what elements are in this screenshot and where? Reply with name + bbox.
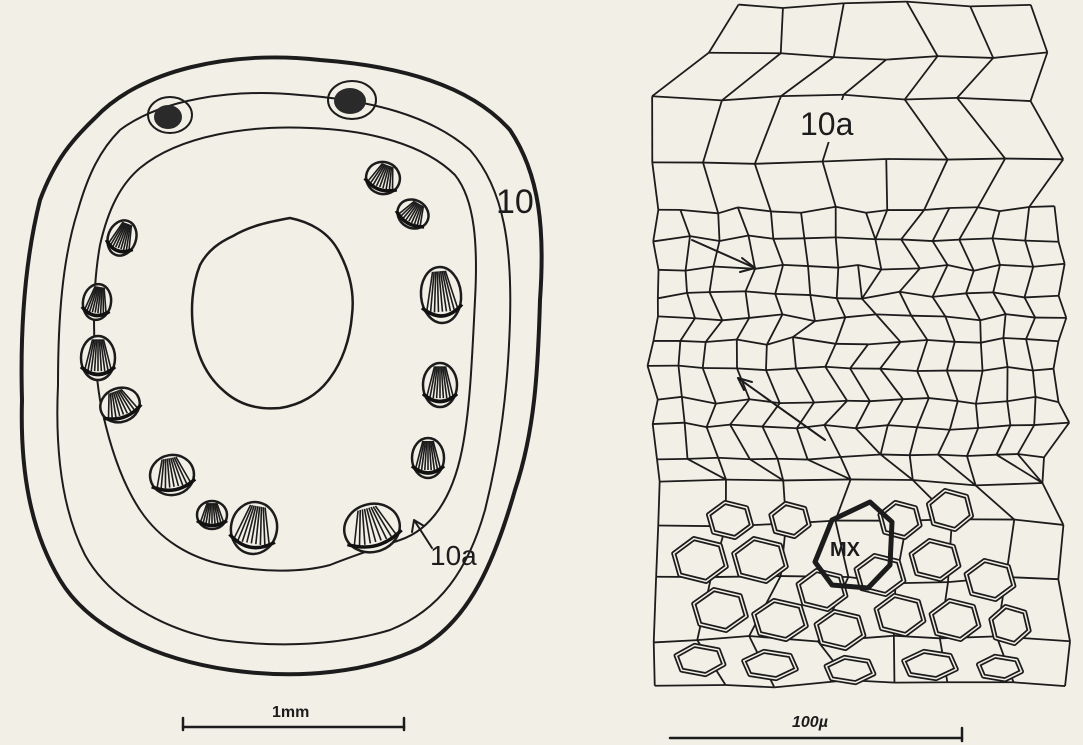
cell-wall [955,342,981,343]
cell-wall [804,237,835,238]
cell-wall [658,270,659,298]
cell-wall [688,458,719,459]
vascular-bundle [423,363,457,407]
cell-wall [980,320,981,342]
cell-wall [836,344,868,345]
cell-wall [881,268,920,269]
cell-wall [1003,338,1026,339]
cell-wall [886,159,947,160]
cell-wall [903,398,929,399]
cell-wall [911,316,945,317]
cell-wall [966,292,993,293]
cell-wall [959,238,992,239]
panel-10a-label: 10a [800,106,854,142]
pointer-10a-label: 10a [430,540,477,571]
vascular-bundle [81,336,115,380]
cell-wall [1025,241,1058,242]
cell-wall [780,402,814,403]
cell-wall [654,642,655,685]
cell-wall [1005,159,1063,160]
cell-wall [775,294,810,295]
cell-wall [851,479,913,480]
vascular-bundle [197,501,227,529]
cell-wall [949,207,977,208]
cell-wall [948,159,1006,160]
cell-wall [783,479,850,480]
mx-label: MX [830,539,861,561]
cell-wall [1029,206,1054,207]
cell-wall [710,291,746,292]
cell-wall [910,455,938,456]
cell-wall [726,480,783,481]
cell-wall [881,454,910,455]
cell-wall [766,345,767,370]
cell-wall [709,53,781,54]
cell-wall [680,341,705,342]
cell-wall [750,459,778,460]
scale-bar-right-label: 100µ [792,714,828,731]
cell-wall [783,265,808,266]
cell-wall [687,292,709,293]
cell-wall [659,270,686,271]
cell-wall [703,163,755,164]
cell-wall [996,454,1017,455]
cell-wall [886,159,887,210]
cell-wall [655,685,726,686]
vascular-bundle [412,438,444,478]
cell-wall [778,459,808,460]
cell-wall [894,636,895,683]
panel-10-label: 10 [496,183,534,221]
scale-bar-left-label: 1mm [272,704,309,721]
